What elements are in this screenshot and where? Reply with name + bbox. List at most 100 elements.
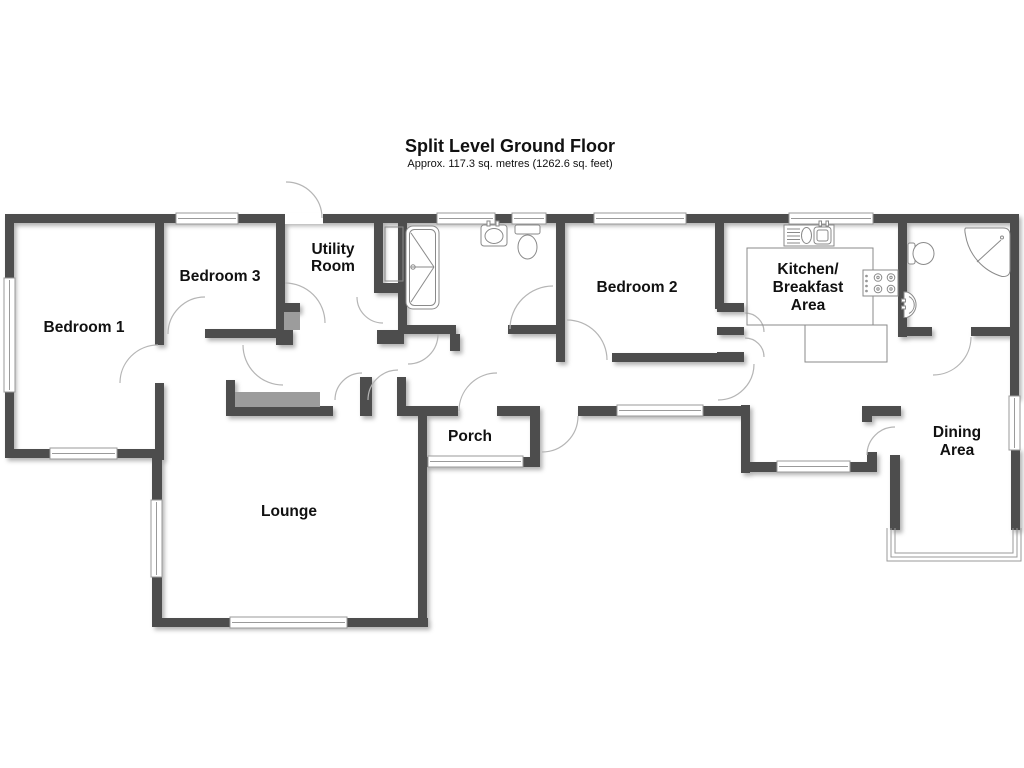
page-subtitle: Approx. 117.3 sq. metres (1262.6 sq. fee… bbox=[407, 158, 612, 170]
wall-segment bbox=[971, 327, 1019, 336]
doors bbox=[119, 181, 972, 456]
room-label-bedroom2: Bedroom 2 bbox=[597, 279, 678, 296]
cupboard-fixture bbox=[384, 226, 404, 282]
shower-fixture bbox=[405, 225, 440, 310]
window bbox=[436, 212, 496, 225]
room-label-dining-2: Area bbox=[940, 442, 975, 459]
kitchen-counter bbox=[804, 324, 888, 363]
wall-segment bbox=[717, 352, 744, 362]
door-swing-arc bbox=[717, 363, 755, 401]
page-title: Split Level Ground Floor bbox=[405, 136, 615, 156]
wall-segment bbox=[715, 223, 724, 309]
wall-segment bbox=[862, 406, 901, 416]
wall-segment bbox=[497, 406, 540, 416]
wall-segment bbox=[418, 406, 427, 627]
wall-segment bbox=[155, 383, 164, 460]
door-swing-arc bbox=[744, 337, 765, 358]
labels: Split Level Ground Floor Approx. 117.3 s… bbox=[44, 136, 982, 520]
wall-segment bbox=[717, 327, 744, 335]
wall-segment bbox=[1011, 448, 1020, 530]
wall-segment bbox=[374, 223, 383, 285]
fixtures bbox=[384, 220, 1011, 363]
room-label-kitchen-1: Kitchen/ bbox=[777, 261, 839, 278]
door-swing-arc bbox=[541, 415, 579, 453]
window bbox=[49, 447, 118, 460]
room-label-dining-1: Dining bbox=[933, 424, 981, 441]
wall-segment bbox=[890, 455, 900, 530]
kitchen-sink-fixture bbox=[783, 220, 835, 247]
door-swing-arc bbox=[458, 372, 498, 412]
window bbox=[776, 460, 851, 473]
door-swing-arc bbox=[334, 372, 363, 401]
room-label-lounge: Lounge bbox=[261, 503, 317, 520]
wall-segment bbox=[205, 329, 293, 338]
wall-segment bbox=[862, 406, 872, 422]
door-swing-arc bbox=[407, 333, 439, 365]
wall-segment bbox=[530, 406, 540, 467]
door-swing-arc bbox=[167, 296, 206, 335]
room-label-kitchen-2: Breakfast bbox=[773, 279, 844, 296]
wall-segment bbox=[276, 303, 300, 312]
room-label-porch: Porch bbox=[448, 428, 492, 445]
window bbox=[593, 212, 687, 225]
room-label-utility-2: Room bbox=[311, 258, 355, 275]
basin-fixture bbox=[901, 291, 917, 318]
wall-segment bbox=[556, 223, 565, 362]
window bbox=[3, 277, 16, 393]
window bbox=[427, 455, 524, 468]
hob-fixture bbox=[862, 269, 899, 297]
wall-segment bbox=[226, 406, 333, 416]
wall-segment bbox=[508, 325, 557, 334]
toilet-fixture bbox=[514, 224, 541, 260]
door-swing-arc bbox=[284, 282, 326, 324]
window bbox=[150, 499, 163, 578]
window bbox=[229, 616, 348, 629]
corner-shower-fixture bbox=[964, 227, 1011, 278]
wall-segment bbox=[1010, 214, 1019, 398]
room-label-kitchen-3: Area bbox=[791, 297, 826, 314]
wall-segment bbox=[741, 405, 750, 473]
door-swing-arc bbox=[566, 319, 608, 361]
steps bbox=[235, 312, 320, 407]
door-swing-arc bbox=[356, 296, 384, 324]
wall-segment bbox=[397, 377, 406, 416]
window bbox=[616, 404, 704, 417]
wall-segment bbox=[717, 303, 744, 312]
room-label-bedroom1: Bedroom 1 bbox=[44, 319, 125, 336]
windows bbox=[3, 212, 1022, 629]
toilet-fixture bbox=[907, 242, 935, 265]
window bbox=[788, 212, 874, 225]
wall-segment bbox=[276, 223, 285, 330]
wall-segment bbox=[398, 325, 456, 334]
door-swing-arc bbox=[932, 336, 972, 376]
door-swing-arc bbox=[866, 426, 896, 456]
bay-window bbox=[886, 528, 1022, 562]
basin-fixture bbox=[480, 220, 508, 247]
window bbox=[1008, 395, 1021, 451]
door-swing-arc bbox=[509, 285, 554, 330]
wall-segment bbox=[226, 380, 235, 416]
door-opening bbox=[285, 213, 323, 224]
wall-segment bbox=[374, 283, 404, 293]
wall-segment bbox=[612, 353, 724, 362]
wall-segment bbox=[397, 406, 458, 416]
wall-segment bbox=[898, 327, 932, 336]
wall-segment bbox=[360, 377, 372, 416]
step-block bbox=[235, 392, 320, 407]
door-swing-arc bbox=[744, 312, 765, 333]
wall-segment bbox=[276, 329, 293, 345]
wall-segment bbox=[450, 334, 460, 351]
room-label-utility-1: Utility bbox=[311, 241, 354, 258]
door-swing-arc bbox=[119, 344, 159, 384]
room-label-bedroom3: Bedroom 3 bbox=[180, 268, 261, 285]
wall-segment bbox=[898, 223, 907, 337]
step-block bbox=[284, 312, 300, 330]
window bbox=[511, 212, 547, 225]
door-swing-arc bbox=[367, 369, 399, 401]
wall-segment bbox=[867, 452, 877, 472]
door-swing-arc bbox=[242, 344, 284, 386]
wall-segment bbox=[377, 330, 404, 344]
wall-segment bbox=[155, 223, 164, 345]
